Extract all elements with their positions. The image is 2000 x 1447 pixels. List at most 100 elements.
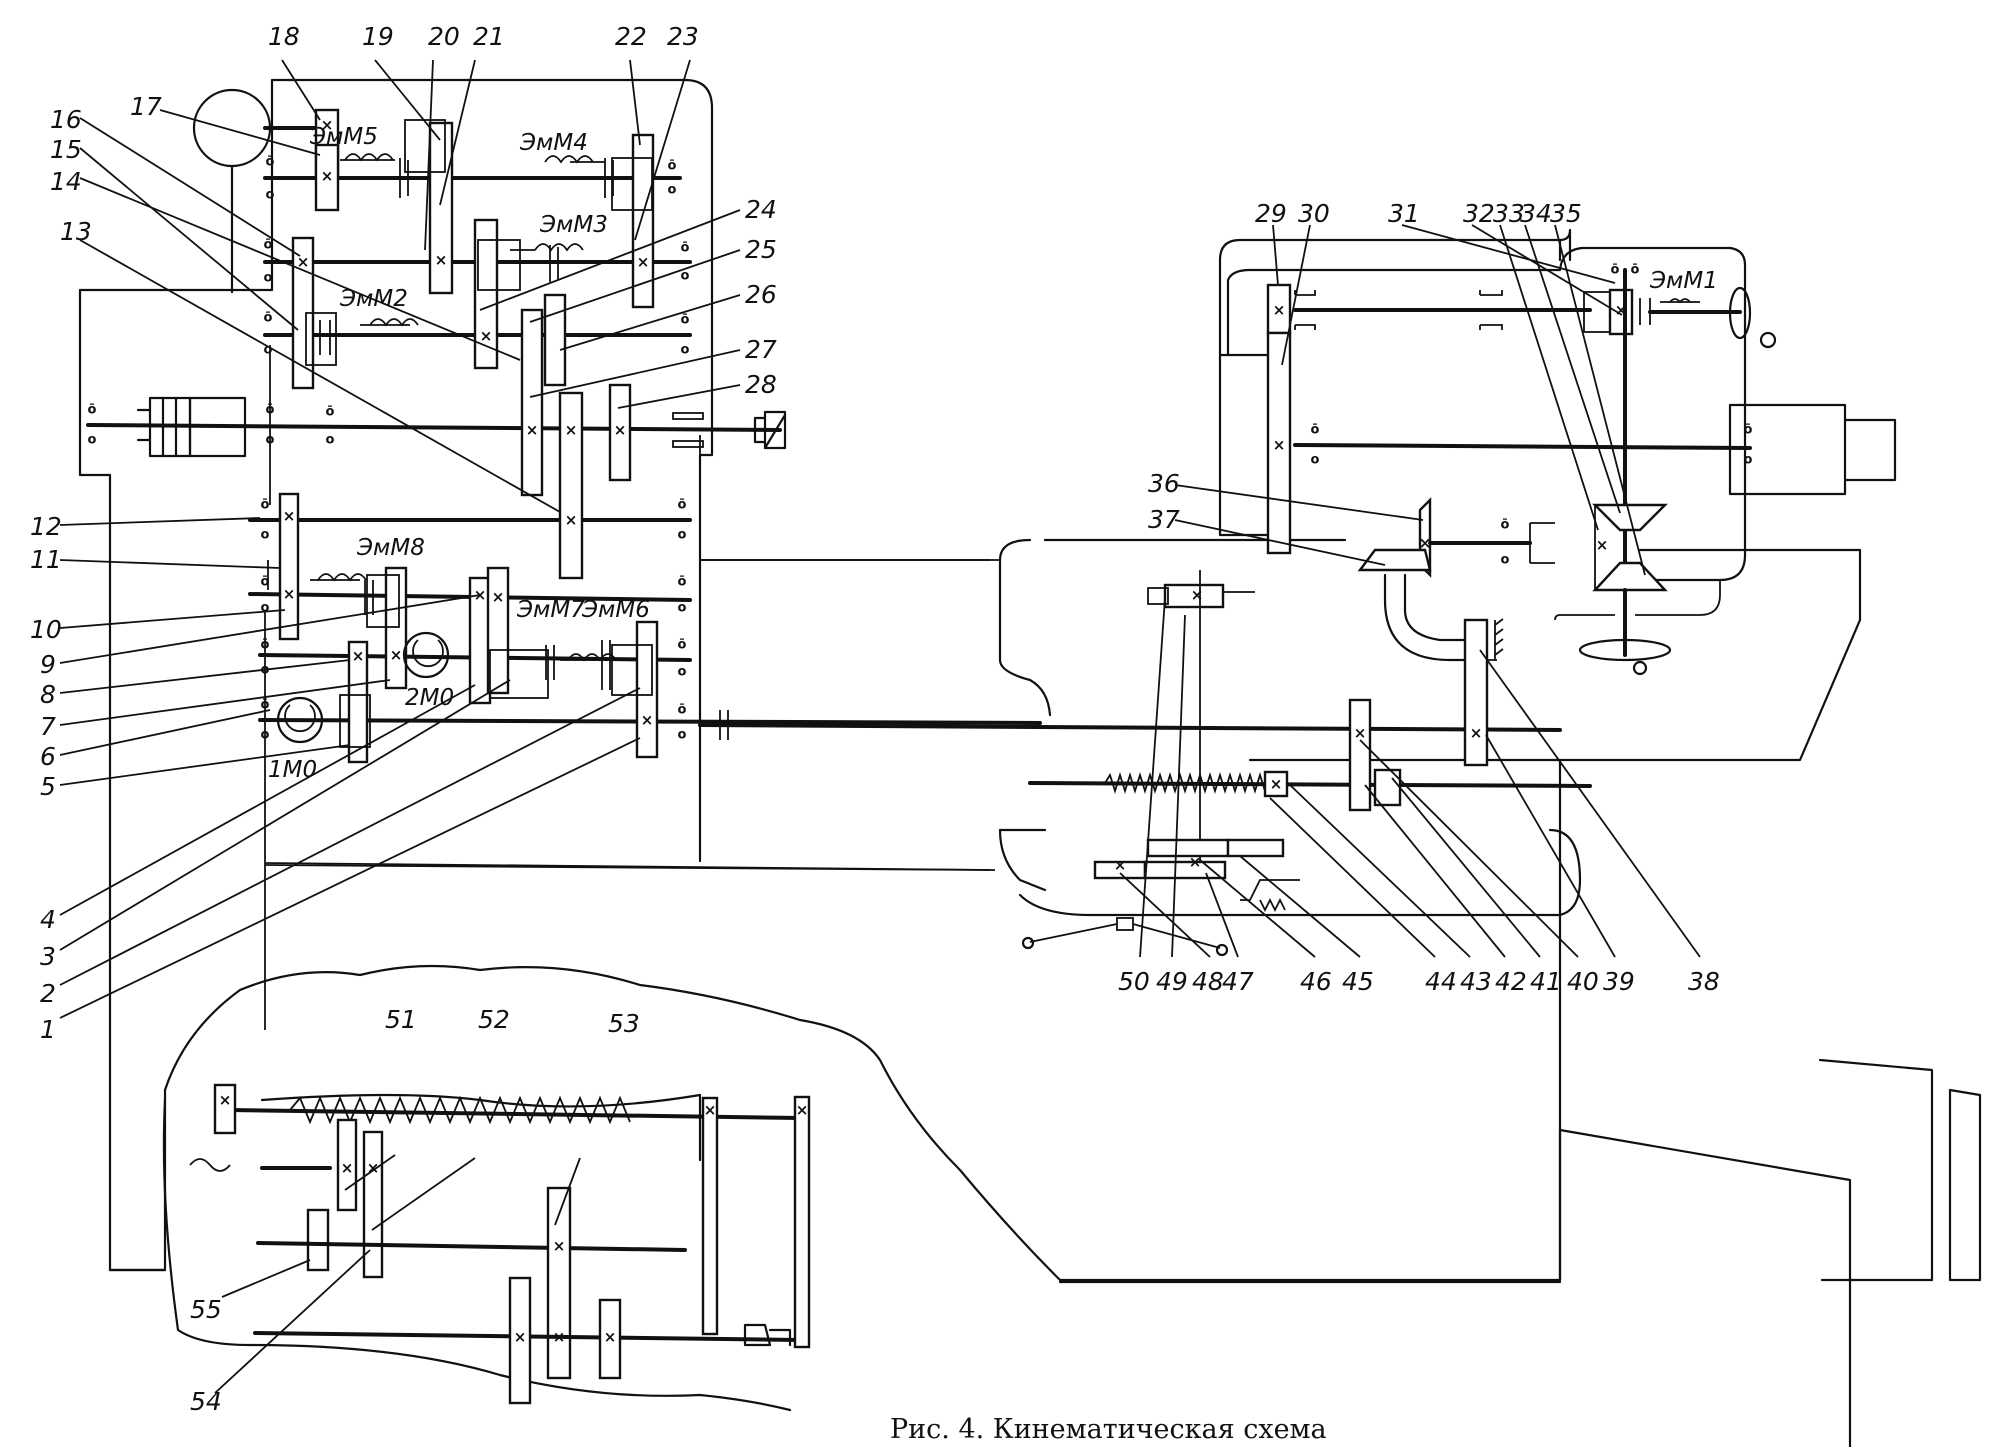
part-label-30: 30 (1298, 199, 1330, 228)
part-label-13: 13 (60, 217, 92, 246)
nut-44 (1263, 770, 1289, 798)
part-label-2: 2 (40, 979, 56, 1008)
part-label-43: 43 (1460, 967, 1492, 996)
feed-lever[interactable] (1021, 917, 1229, 957)
part-label-28: 28 (745, 370, 777, 399)
clutch-label-em4: ЭмМ4 (519, 130, 588, 156)
part-label-48: 48 (1192, 967, 1224, 996)
cutaway-leadscrew (289, 1095, 631, 1125)
part-label-1: 1 (40, 1015, 56, 1044)
gear-51 (336, 1118, 358, 1212)
part-label-41: 41 (1530, 967, 1562, 996)
part-label-19: 19 (362, 22, 394, 51)
gear-7 (347, 640, 369, 764)
part-label-34: 34 (1520, 199, 1552, 228)
gear-center: × (553, 1328, 566, 1346)
handwheel-top[interactable] (1728, 286, 1752, 340)
part-label-22: 22 (615, 22, 647, 51)
svg-text:ō: ō (678, 575, 687, 590)
gear-12 (278, 492, 300, 641)
svg-text:o: o (266, 433, 275, 448)
gearbox-housing (78, 78, 1852, 1447)
part-label-50: 50 (1118, 967, 1150, 996)
shaft-5 (86, 423, 782, 432)
svg-text:ō: ō (678, 638, 687, 653)
gear-center: × (1419, 534, 1432, 552)
handwheel-bottom[interactable] (1578, 638, 1672, 662)
part-label-21: 21 (473, 22, 505, 51)
gear-center: × (480, 327, 493, 345)
svg-text:o: o (88, 433, 97, 448)
gear-21 (473, 218, 499, 370)
part-label-40: 40 (1567, 967, 1599, 996)
gear-40 (1348, 698, 1372, 812)
svg-text:ō: ō (668, 159, 677, 174)
part-label-46: 46 (1300, 967, 1332, 996)
gear-center: × (283, 507, 296, 525)
bearings: ōo ōo ōo ōo ōo ōo ōo ōo ōo ōo ōo ōo ōo ō… (88, 119, 690, 748)
part-label-38: 38 (1688, 967, 1720, 996)
gear-center: × (641, 711, 654, 729)
table-lower (998, 828, 1582, 917)
gear-center: × (565, 421, 578, 439)
part-label-44: 44 (1425, 967, 1457, 996)
part-label-52: 52 (478, 1005, 510, 1034)
motor-label-1mo: 1М0 (268, 757, 317, 783)
bed-bottom (108, 1268, 1562, 1284)
part-label-55: 55 (190, 1295, 222, 1324)
part-label-20: 20 (428, 22, 460, 51)
clutch-label-em3: ЭмМ3 (539, 212, 608, 238)
svg-text:ō: ō (261, 698, 270, 713)
table-body (998, 538, 1862, 1282)
gear-center: × (704, 1101, 717, 1119)
svg-text:ō: ō (261, 575, 270, 590)
svg-text:ō: ō (1611, 263, 1620, 278)
clutch-plates (319, 158, 614, 690)
part-label-24: 24 (745, 195, 777, 224)
small-motors (276, 631, 450, 744)
spindle-motor (1728, 403, 1897, 496)
svg-text:ō: ō (264, 238, 273, 253)
gear-45 (1226, 838, 1285, 858)
svg-text:o: o (1311, 453, 1320, 468)
part-label-29: 29 (1255, 199, 1287, 228)
svg-text:ō: ō (264, 311, 273, 326)
head-housing-top (1226, 246, 1747, 582)
bevel-37 (1357, 548, 1432, 572)
svg-text:o: o (326, 433, 335, 448)
clutch-label-em7: ЭмМ7 (516, 597, 585, 623)
svg-text:ō: ō (1311, 423, 1320, 438)
part-label-14: 14 (50, 167, 82, 196)
svg-text:ō: ō (326, 405, 335, 420)
svg-text:ō: ō (266, 403, 275, 418)
svg-text:ō: ō (88, 403, 97, 418)
gear-center: × (637, 253, 650, 271)
gear-19 (428, 121, 454, 295)
svg-text:o: o (261, 728, 270, 743)
gear-center: × (435, 251, 448, 269)
svg-text:ō: ō (678, 703, 687, 718)
part-label-51: 51 (385, 1005, 417, 1034)
gear-center: × (1270, 775, 1283, 793)
gear-center: × (796, 1101, 809, 1119)
gear-center: × (321, 116, 334, 134)
svg-text:o: o (678, 665, 687, 680)
svg-text:o: o (1501, 553, 1510, 568)
svg-text:o: o (1744, 453, 1753, 468)
gear-center: × (553, 1237, 566, 1255)
gear-center: × (1596, 536, 1609, 554)
svg-text:ō: ō (678, 498, 687, 513)
gear-center: × (1191, 586, 1204, 604)
gear-center: × (492, 588, 505, 606)
part-label-37: 37 (1148, 505, 1180, 534)
gear-center: × (283, 585, 296, 603)
svg-text:ō: ō (261, 498, 270, 513)
svg-text:o: o (678, 728, 687, 743)
leadscrew-thread (1104, 771, 1286, 795)
gear-center: × (1354, 724, 1367, 742)
gear-8 (384, 566, 408, 690)
part-label-18: 18 (268, 22, 300, 51)
svg-text:ō: ō (1501, 518, 1510, 533)
knee-right (1818, 1058, 1934, 1282)
